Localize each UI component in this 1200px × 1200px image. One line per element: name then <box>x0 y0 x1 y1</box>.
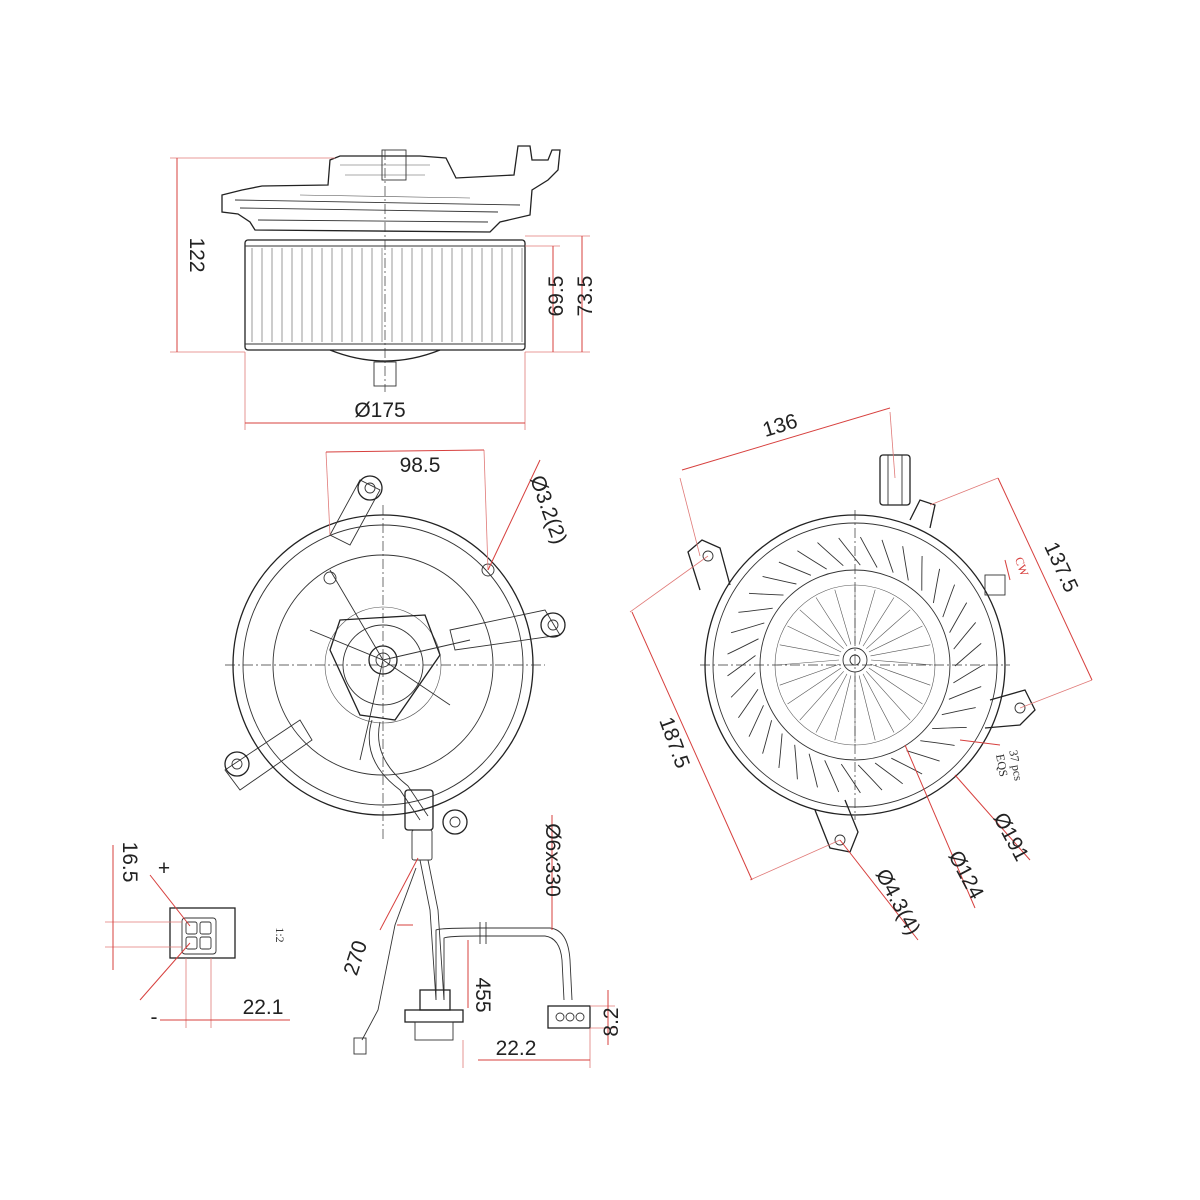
dim-height-total: 122 <box>185 237 208 272</box>
hub-spoke <box>862 673 895 733</box>
impeller-blade <box>797 550 827 570</box>
hub-spoke <box>858 675 876 741</box>
impeller-blade <box>748 705 764 737</box>
hub-spoke <box>787 625 842 653</box>
hub-spoke <box>834 589 852 645</box>
impeller-blade <box>838 537 861 566</box>
hole-spec-front: Ø3.2(2) <box>525 472 571 547</box>
blade-count: 37 pcs <box>1006 749 1025 782</box>
impeller-blade <box>730 672 756 698</box>
hub-spoke <box>870 644 931 657</box>
impeller-blade <box>817 542 844 567</box>
dim-plug-offset: 22.2 <box>496 1037 537 1060</box>
hub-spoke <box>776 659 840 666</box>
impeller-blade <box>953 664 984 684</box>
cable-spec: Ø6x330 <box>541 823 564 897</box>
impeller-blade <box>920 740 955 746</box>
impeller-blade <box>730 622 765 634</box>
dim-plug-height: 8.2 <box>600 1007 623 1036</box>
dim-mount-span-left: 187.5 <box>654 714 694 771</box>
hub-spoke <box>815 673 848 733</box>
side-view: 122 73.5 69.5 Ø175 <box>170 145 597 430</box>
dim-height-wheel-inner: 69.5 <box>545 276 568 317</box>
impeller-blade <box>840 763 861 794</box>
impeller-blade <box>941 707 976 716</box>
rotation-mark: CW <box>1012 555 1032 579</box>
dim-connector-height: 16.5 <box>118 842 141 883</box>
hub-spoke <box>834 675 852 741</box>
dim-diameter-wheel: Ø175 <box>354 399 405 422</box>
dim-mount-span-right: 137.5 <box>1039 539 1082 596</box>
dim-height-wheel-outer: 73.5 <box>574 276 597 317</box>
hub-spoke <box>779 644 840 657</box>
impeller-blade <box>953 622 977 650</box>
hub-spoke <box>870 663 931 686</box>
hub-spoke <box>866 609 911 649</box>
rear-view: 136 137.5 187.5 Ø4.3(4) Ø124 Ø191 37 pcs… <box>629 407 1093 941</box>
impeller-blade <box>778 733 783 768</box>
impeller-blade <box>762 575 797 585</box>
hole-spec-rear: Ø4.3(4) <box>871 865 925 939</box>
impeller-blade <box>860 536 878 568</box>
blade-spacing: EQS <box>993 753 1011 778</box>
polarity-minus: - <box>151 1006 158 1029</box>
scale-label: 1:2 <box>273 927 287 942</box>
impeller-blade <box>808 753 818 788</box>
impeller-blade <box>762 720 773 754</box>
impeller-blade <box>824 760 840 793</box>
dim-diameter-inner: Ø124 <box>944 847 989 903</box>
impeller-blade <box>932 726 967 730</box>
polarity-plus: + <box>158 857 170 880</box>
hub-spoke <box>868 625 923 653</box>
hub-spoke <box>815 597 848 647</box>
impeller-blade <box>727 655 756 677</box>
hub-spoke <box>858 589 876 645</box>
impeller-blade <box>902 546 909 581</box>
dim-mount-spacing: 98.5 <box>400 454 441 477</box>
impeller-blade <box>954 643 982 667</box>
impeller-blade <box>738 688 759 718</box>
connector-detail: 16.5 22.1 + - 1:2 <box>105 842 290 1029</box>
dim-length-long: 455 <box>471 977 494 1012</box>
dim-length-short: 270 <box>339 938 372 978</box>
impeller-blade <box>874 762 903 785</box>
dim-connector-width: 22.1 <box>243 996 284 1019</box>
hub-spoke <box>866 671 911 721</box>
impeller-blade <box>906 750 940 762</box>
hub-spoke <box>862 597 895 647</box>
hub-spoke <box>787 667 842 705</box>
impeller-blade <box>932 568 941 604</box>
hub-spoke <box>870 659 934 666</box>
impeller-blade <box>857 764 883 791</box>
hub-spoke <box>799 671 844 721</box>
impeller-blade <box>738 607 773 613</box>
impeller-blade <box>942 584 956 618</box>
impeller-blade <box>748 592 784 596</box>
impeller-blade <box>794 744 798 780</box>
impeller-blade <box>891 757 923 775</box>
hub-spoke <box>868 667 923 705</box>
wiring: 270 Ø6x330 455 22.2 8.2 <box>339 815 623 1068</box>
impeller-blade <box>949 602 968 633</box>
impeller-blade <box>778 561 812 576</box>
hub-spoke <box>799 609 844 649</box>
hub-spoke <box>779 663 840 686</box>
impeller-blade <box>881 539 894 573</box>
impeller-blade <box>948 686 982 700</box>
impeller-blade <box>727 638 759 655</box>
dim-diameter-outer: Ø191 <box>989 809 1033 865</box>
